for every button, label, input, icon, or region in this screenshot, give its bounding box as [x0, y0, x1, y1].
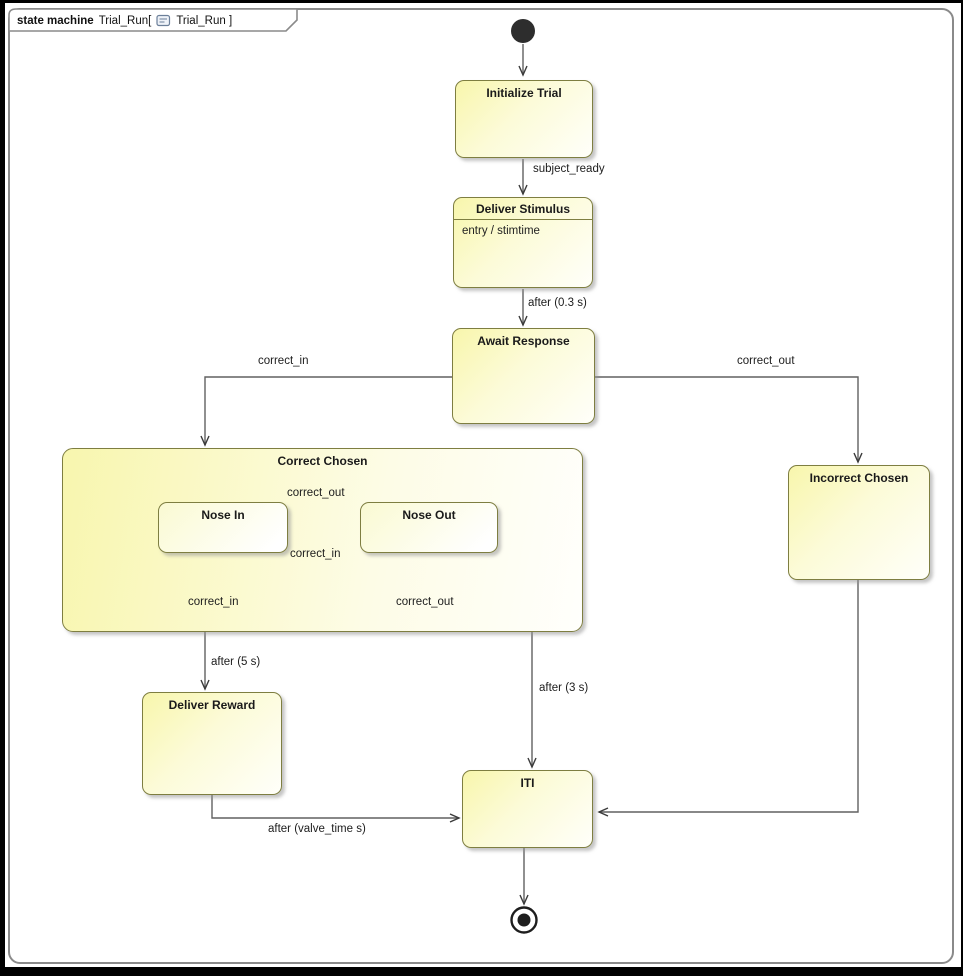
frame-keyword: state machine [17, 14, 94, 27]
transition-label-after-5s: after (5 s) [211, 656, 261, 668]
state-entry-activity: entry / stimtime [462, 225, 540, 237]
state-name: Nose Out [402, 508, 456, 522]
state-name: Initialize Trial [486, 86, 562, 100]
frame-name: Trial_Run[ [98, 14, 152, 27]
state-name: Nose In [201, 508, 245, 522]
state-name: Await Response [477, 334, 570, 348]
state-name: Deliver Reward [168, 698, 256, 712]
transition-label-nose-out-to-in: correct_in [290, 548, 341, 560]
state-iti[interactable]: ITI [462, 770, 593, 848]
state-name: Incorrect Chosen [809, 471, 909, 485]
state-name: Correct Chosen [277, 454, 368, 468]
state-deliver-stimulus[interactable]: Deliver Stimulus entry / stimtime [453, 197, 593, 288]
transition-label-after-3s: after (3 s) [539, 682, 589, 694]
state-nose-in[interactable]: Nose In [158, 502, 288, 553]
state-name: ITI [520, 776, 535, 790]
state-deliver-reward[interactable]: Deliver Reward [142, 692, 282, 795]
transition-label-after-valve-time: after (valve_time s) [268, 823, 366, 835]
transition-label-nose-out-self: correct_out [396, 596, 454, 608]
state-correct-chosen[interactable]: Correct Chosen [62, 448, 583, 632]
state-initialize-trial[interactable]: Initialize Trial [455, 80, 593, 158]
transition-label-nose-in-to-out: correct_out [287, 487, 345, 499]
transition-label-after-stimulus: after (0.3 s) [528, 297, 587, 309]
transition-label-correct-in: correct_in [258, 355, 309, 367]
frame-ref: Trial_Run ] [176, 14, 233, 27]
transition-label-correct-out: correct_out [737, 355, 795, 367]
state-await-response[interactable]: Await Response [452, 328, 595, 424]
state-machine-diagram-icon [156, 14, 171, 27]
transition-label-subject-ready: subject_ready [533, 163, 605, 175]
state-name: Deliver Stimulus [454, 198, 592, 220]
transition-label-nose-in-self: correct_in [188, 596, 239, 608]
state-nose-out[interactable]: Nose Out [360, 502, 498, 553]
frame-title: state machine Trial_Run[ Trial_Run ] [17, 12, 232, 29]
state-incorrect-chosen[interactable]: Incorrect Chosen [788, 465, 930, 580]
